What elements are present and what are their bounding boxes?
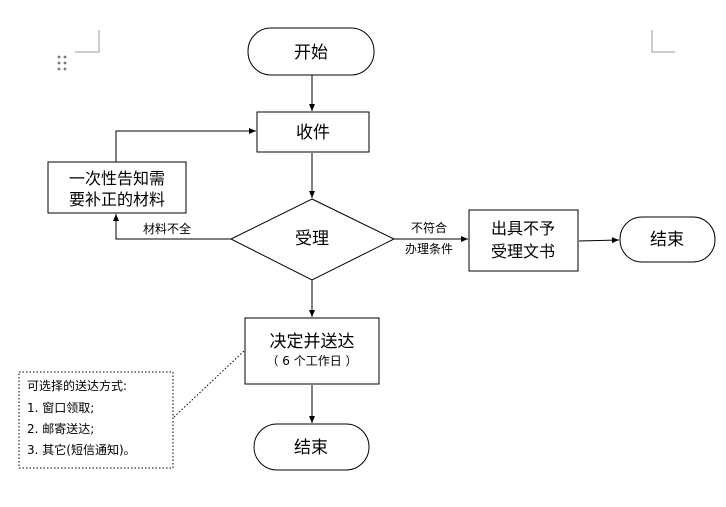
receive-process[interactable]: 收件 [256,111,370,153]
start-terminal[interactable]: 开始 [247,27,375,76]
edge-reject-end [578,237,620,244]
notify-supplement-process[interactable]: 一次性告知需 要补正的材料 [47,161,187,214]
drag-handle-icon[interactable] [57,55,67,71]
decide-deliver-process[interactable]: 决定并送达 （ 6 个工作日 ） [244,317,380,385]
accept-label: 受理 [295,229,329,249]
reject-process[interactable]: 出具不予 受理文书 [468,209,579,272]
page-corner-top-right [651,30,675,53]
decide-label-line2: （ 6 个工作日 ） [266,354,357,368]
reject-label-line1: 出具不予 [491,219,555,238]
end-right-label: 结束 [650,230,684,250]
note-item: 3. 其它(短信通知)。 [27,442,136,457]
start-label: 开始 [294,43,328,63]
edge-accept-notify [113,214,231,240]
notify-label-line2: 要补正的材料 [69,190,165,209]
note-title: 可选择的送达方式: [27,378,127,393]
end-bottom-label: 结束 [294,438,328,458]
accept-decision[interactable]: 受理 [229,198,396,281]
delivery-methods-note: 可选择的送达方式: 1. 窗口领取; 2. 邮寄送达; 3. 其它(短信通知)。 [18,371,174,469]
edge-notify-receive [115,128,256,162]
end-terminal-bottom[interactable]: 结束 [253,423,370,471]
reject-label-line2: 受理文书 [491,242,555,261]
note-connector [173,350,245,418]
end-terminal-right[interactable]: 结束 [619,216,716,263]
decide-label-line1: 决定并送达 [270,332,355,352]
edge-label-nonconform-line2: 办理条件 [405,241,453,256]
note-item: 2. 邮寄送达; [27,421,94,436]
edge-label-incomplete: 材料不全 [143,221,191,236]
receive-label: 收件 [296,123,330,143]
note-item: 1. 窗口领取; [27,401,94,415]
edge-label-nonconform-line1: 不符合 [411,220,447,235]
notify-label-line1: 一次性告知需 [69,169,165,188]
page-corner-top-left [75,30,100,53]
